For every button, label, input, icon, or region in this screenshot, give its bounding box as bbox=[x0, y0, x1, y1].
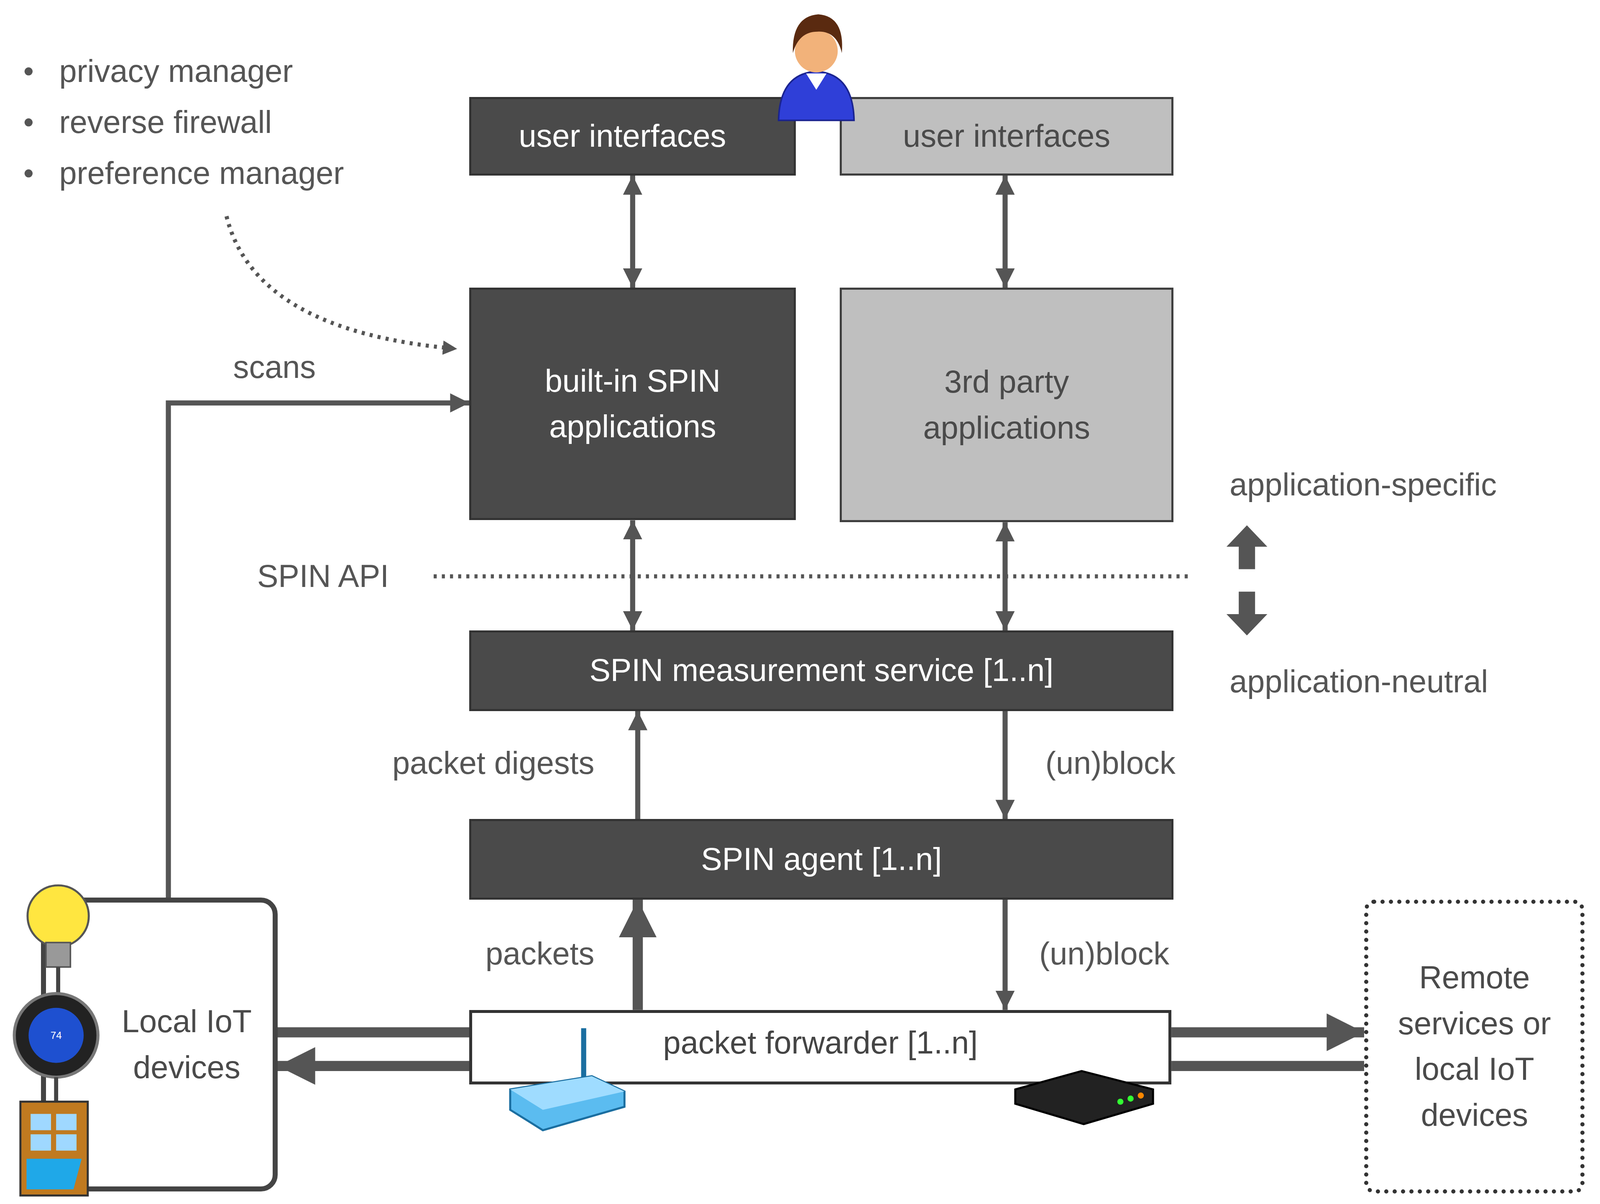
arrow-connector bbox=[1002, 175, 1008, 288]
arrow-connector bbox=[1002, 899, 1008, 1011]
box-label: 3rd party applications bbox=[858, 359, 1156, 451]
third-party-box: 3rd party applications bbox=[839, 287, 1174, 523]
connector-label: scans bbox=[230, 348, 319, 387]
remote-group-box: Remote services or local IoT devices bbox=[1364, 899, 1585, 1194]
process-box: SPIN measurement service [1..n] bbox=[469, 630, 1174, 712]
arrow-connector bbox=[632, 899, 643, 1011]
arrow-connector bbox=[277, 1061, 470, 1072]
static-decoration bbox=[24, 67, 1268, 636]
bullet bbox=[24, 169, 34, 178]
process-box: user interfaces bbox=[469, 97, 796, 176]
arrow-connector bbox=[630, 175, 636, 288]
down-arrow bbox=[1226, 591, 1268, 636]
arrow-connector bbox=[168, 403, 470, 898]
leader-line bbox=[226, 216, 458, 349]
arrow-connector bbox=[277, 1027, 470, 1038]
annotation-label: reverse firewall bbox=[59, 103, 273, 142]
box-label: user interfaces bbox=[518, 113, 726, 160]
arrow-connector bbox=[630, 520, 636, 631]
bullet bbox=[24, 118, 34, 127]
arrow-connector bbox=[1171, 1061, 1365, 1072]
box-label: Remote services or local IoT devices bbox=[1382, 955, 1567, 1139]
forwarder-box: packet forwarder [1..n] bbox=[469, 1010, 1172, 1085]
arrow-connector bbox=[1002, 711, 1008, 820]
connector-label: packets bbox=[483, 935, 598, 974]
arrow-connector bbox=[635, 711, 641, 820]
up-arrow bbox=[1226, 525, 1268, 570]
annotation-label: SPIN API bbox=[257, 557, 389, 596]
box-label: user interfaces bbox=[902, 113, 1111, 160]
connector-label: packet digests bbox=[389, 744, 597, 783]
box-label: SPIN agent [1..n] bbox=[700, 836, 942, 883]
connector-label: (un)block bbox=[1042, 744, 1179, 783]
device-group-box: Local IoT devices bbox=[40, 897, 278, 1192]
process-box: SPIN agent [1..n] bbox=[469, 819, 1174, 900]
display-reading: 74 bbox=[50, 1029, 62, 1042]
annotation-label: privacy manager bbox=[59, 52, 294, 91]
connector-label: (un)block bbox=[1036, 935, 1172, 974]
third-party-box: user interfaces bbox=[839, 97, 1174, 176]
box-label: SPIN measurement service [1..n] bbox=[589, 647, 1054, 694]
box-label: Local IoT devices bbox=[109, 999, 265, 1091]
arrow-connector bbox=[1171, 1027, 1365, 1038]
annotation-label: preference manager bbox=[59, 154, 345, 193]
box-label: packet forwarder [1..n] bbox=[663, 1020, 978, 1067]
api-boundary bbox=[433, 574, 1189, 579]
arrow-connector bbox=[1002, 522, 1008, 631]
annotation-label: application-neutral bbox=[1229, 662, 1488, 701]
annotation-label: application-specific bbox=[1229, 465, 1497, 504]
box-label: built-in SPIN applications bbox=[487, 358, 778, 450]
process-box: built-in SPIN applications bbox=[469, 287, 796, 521]
bullet bbox=[24, 67, 34, 76]
